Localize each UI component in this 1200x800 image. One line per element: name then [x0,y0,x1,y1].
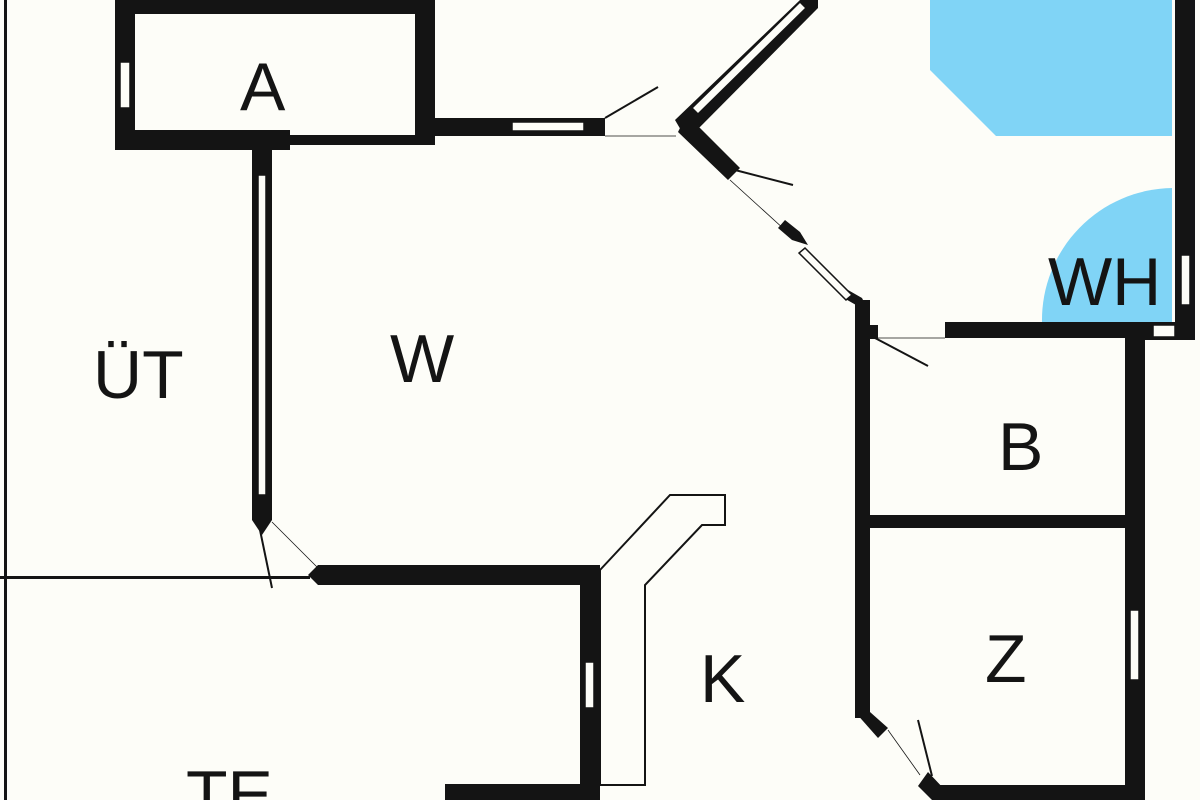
doors [259,86,945,777]
room-label-te: TE [186,757,273,800]
room-label-wh: WH [1048,244,1161,320]
room-label-b: B [998,409,1043,485]
kitchen-counter [599,494,726,786]
room-label-z: Z [985,621,1027,697]
room-label-a: A [240,49,286,125]
windows [119,0,1191,709]
shower-fixture [1041,188,1172,322]
room-label-w: W [390,321,454,397]
bathtub-fixture [930,0,1172,136]
room-label-ut: ÜT [93,337,184,413]
room-label-k: K [700,641,745,717]
